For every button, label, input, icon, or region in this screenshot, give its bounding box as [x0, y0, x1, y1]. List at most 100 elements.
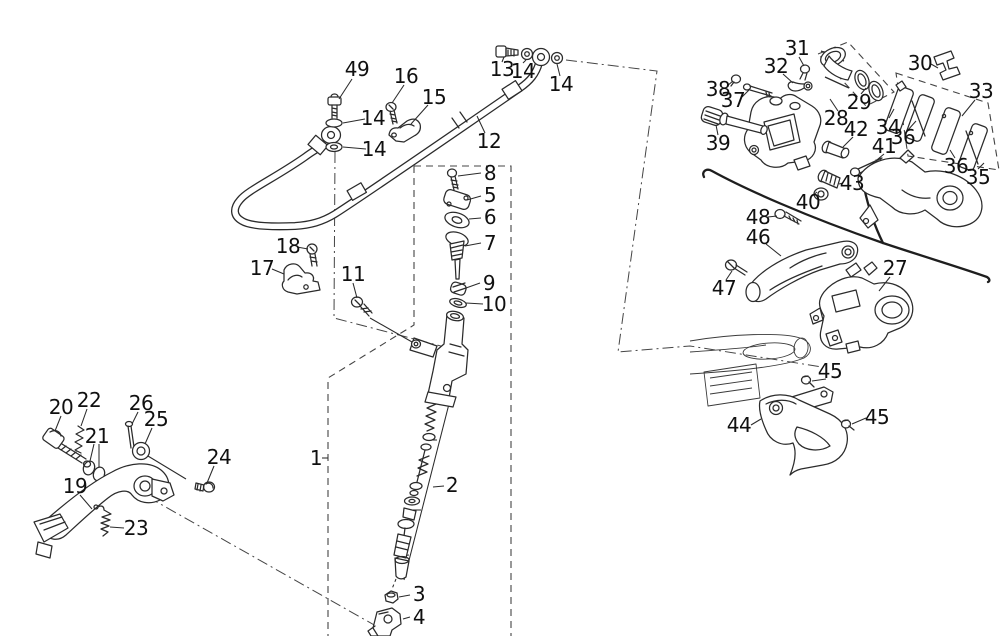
part-label-13-3: 13 [490, 57, 514, 81]
part-label-11-17: 11 [341, 262, 365, 286]
cap-bolt-38 [730, 74, 742, 87]
part-label-14-7: 14 [362, 137, 386, 161]
diaphragm-7 [445, 231, 469, 280]
bracket-screw-18 [306, 243, 318, 267]
part-label-14-6: 14 [361, 106, 385, 130]
pedal-arm-19 [33, 463, 175, 559]
brake-hose-assembly [231, 45, 564, 231]
locknut-3 [384, 590, 399, 604]
part-label-48-47: 48 [746, 205, 770, 229]
part-label-18-15: 18 [276, 234, 300, 258]
part-label-28-37: 28 [824, 106, 848, 130]
part-label-25-25: 25 [144, 407, 168, 431]
screw-8 [446, 168, 459, 191]
part-label-35-44: 35 [966, 165, 990, 189]
clamp-screw-16 [385, 101, 398, 125]
part-label-9-13: 9 [483, 271, 495, 295]
part-label-42-38: 42 [844, 117, 868, 141]
disc-guard-assembly [758, 375, 855, 476]
part-label-14-5: 14 [549, 72, 573, 96]
hose-clamp-15 [388, 118, 421, 143]
part-label-20-22: 20 [49, 395, 73, 419]
part-label-14-4: 14 [511, 59, 535, 83]
part-label-10-14: 10 [482, 292, 506, 316]
washer-14-mid [520, 47, 534, 61]
part-label-46-48: 46 [746, 225, 770, 249]
stay-bolt-48 [774, 208, 802, 225]
part-label-38-34: 38 [706, 77, 730, 101]
part-label-26-24: 26 [129, 391, 153, 415]
part-label-2-19: 2 [446, 473, 458, 497]
boot-43 [817, 169, 841, 189]
part-label-4-21: 4 [413, 605, 425, 629]
pad-clip-30 [933, 50, 961, 81]
boot-42 [821, 140, 850, 159]
piston-pushrod-parts [367, 403, 437, 636]
part-label-12-8: 12 [477, 129, 501, 153]
cap-5 [443, 189, 472, 210]
clevis-joint-4 [367, 607, 402, 636]
spring-22 [74, 425, 85, 454]
part-label-29-36: 29 [847, 90, 871, 114]
hose-eye-right [531, 47, 551, 67]
guard-bolt-45b [840, 419, 855, 431]
snap-ring-10 [449, 297, 467, 309]
part-label-23-29: 23 [124, 516, 148, 540]
part-label-1-18: 1 [310, 446, 322, 470]
grommet-25 [131, 441, 151, 461]
part-label-39-42: 39 [706, 131, 730, 155]
part-label-27-49: 27 [883, 256, 907, 280]
part-label-19-28: 19 [63, 474, 87, 498]
part-label-34-39: 34 [876, 115, 900, 139]
part-label-3-20: 3 [413, 582, 425, 606]
clamp-screw-11 [350, 296, 373, 317]
pad-pin-37 [742, 83, 773, 98]
part-label-5-10: 5 [484, 183, 496, 207]
piston-cup-9 [449, 281, 467, 296]
reference-lines [142, 59, 991, 636]
part-label-40-46: 40 [796, 190, 820, 214]
master-cylinder [350, 296, 469, 408]
reservoir-parts [443, 168, 472, 309]
swingarm-sketch [689, 334, 811, 407]
part-label-44-53: 44 [727, 413, 751, 437]
caliper-exploded [700, 41, 1000, 229]
leader-lines [54, 56, 985, 620]
brake-pads [884, 72, 1000, 171]
part-label-7-12: 7 [484, 231, 496, 255]
part-label-24-27: 24 [207, 445, 231, 469]
plate-6 [444, 211, 470, 229]
part-label-45-51: 45 [818, 359, 842, 383]
pedal-bolt-24 [194, 481, 216, 493]
part-label-16-1: 16 [394, 64, 418, 88]
brake-pedal-assembly [33, 420, 216, 559]
part-label-22-23: 22 [77, 388, 101, 412]
part-label-33-33: 33 [969, 79, 993, 103]
part-label-6-11: 6 [484, 205, 496, 229]
slide-bolt-39 [700, 105, 768, 136]
washer-14-right [550, 51, 564, 65]
caliper-body [743, 93, 822, 171]
part-label-47-50: 47 [712, 276, 736, 300]
caliper-bracket [857, 149, 983, 229]
hose-guide-bracket [281, 243, 321, 295]
return-spring-23 [97, 505, 112, 537]
pipe-holder-32 [787, 81, 813, 92]
part-label-36-40: 36 [891, 125, 915, 149]
part-label-8-9: 8 [484, 161, 496, 185]
stay-bolt-47 [724, 259, 748, 276]
part-label-17-16: 17 [250, 256, 274, 280]
caliper-stay-46 [724, 208, 859, 303]
caliper-assembled-27 [809, 261, 914, 354]
part-label-43-45: 43 [840, 171, 864, 195]
part-label-31-30: 31 [785, 36, 809, 60]
part-label-37-35: 37 [721, 88, 745, 112]
pivot-bolt-20 [42, 427, 92, 468]
part-label-15-2: 15 [422, 85, 446, 109]
disc-guard-44 [758, 394, 848, 476]
part-label-41-41: 41 [872, 134, 896, 158]
part-label-36-43: 36 [944, 154, 968, 178]
